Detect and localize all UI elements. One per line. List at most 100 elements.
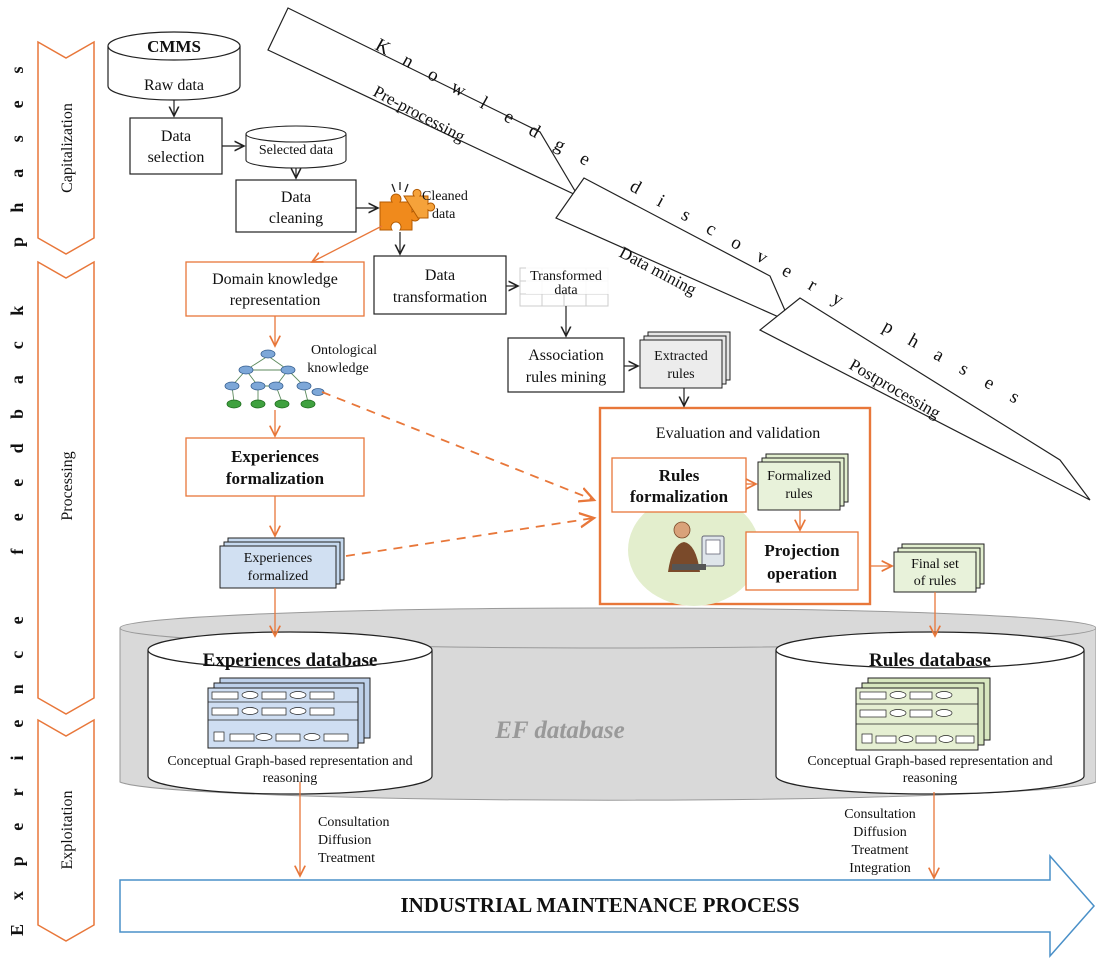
outer-phase-letter: e [7, 720, 27, 728]
rules-formalization-box: Rules formalization [611, 457, 747, 513]
outer-phase-letter: e [7, 513, 27, 521]
experiences-formalization-box: Experiences formalization [185, 437, 365, 497]
outer-phase-letter: a [7, 169, 27, 178]
formalized-rules-line1: Formalized [767, 469, 831, 484]
kdd-phase-letter: s [956, 358, 973, 380]
maintenance-process-arrow: INDUSTRIAL MAINTENANCE PROCESS [119, 854, 1095, 958]
kdd-phase-letter: p [879, 316, 897, 339]
ontological-knowledge-line1: Ontological [311, 343, 377, 358]
association-rules-line2: rules mining [526, 369, 606, 386]
outer-phase-letter: k [7, 306, 27, 316]
outer-phase-letter: i [7, 755, 27, 760]
right-action-treatment: Treatment [851, 843, 908, 858]
outer-phase-letter: c [7, 341, 27, 349]
domain-knowledge-line2: representation [230, 292, 321, 309]
rules-formalization-line2: formalization [630, 487, 729, 506]
phase-label-capitalization: Capitalization [59, 103, 76, 193]
transformed-data-line2: data [554, 283, 578, 298]
kdd-phase-letter: s [678, 204, 695, 226]
data-transformation-box: Data transformation [373, 255, 507, 315]
outer-phase-letter: s [7, 135, 27, 142]
outer-phase-letter: e [7, 100, 27, 108]
outer-phase-letter: x [7, 891, 27, 900]
cmms-cylinder: CMMS Raw data [107, 31, 241, 101]
final-set-rules-stack: Final set of rules [893, 543, 985, 593]
ontology-graph-icon [224, 349, 325, 409]
outer-phase-letter: b [7, 409, 27, 419]
kdd-phase-letter: c [702, 218, 720, 240]
data-cleaning-box: Data cleaning [235, 179, 357, 233]
final-set-rules-line2: of rules [914, 574, 956, 589]
evaluation-validation-container: Evaluation and validation Rules formaliz… [598, 406, 872, 606]
maintenance-process-label: INDUSTRIAL MAINTENANCE PROCESS [400, 893, 799, 917]
cmms-title: CMMS [147, 37, 201, 56]
data-cleaning-line2: cleaning [269, 210, 323, 227]
rules-cg-graph-icon [855, 677, 991, 751]
phase-label-processing: Processing [59, 451, 76, 520]
formalized-rules-line2: rules [785, 487, 812, 502]
kdd-phase-letter: e [778, 260, 796, 282]
extracted-rules-line2: rules [667, 367, 694, 382]
phase-chevron-exploitation: Exploitation [37, 718, 95, 942]
experiences-database-title: Experiences database [203, 650, 378, 671]
association-rules-line1: Association [528, 347, 604, 364]
rules-database-title: Rules database [869, 650, 991, 671]
rules-database-cylinder: Rules database Conceptual Graph-based re… [775, 631, 1085, 795]
phase-label-exploitation: Exploitation [59, 790, 76, 869]
data-selection-box: Data selection [129, 117, 223, 175]
data-selection-line2: selection [148, 149, 205, 166]
projection-operation-box: Projection operation [745, 531, 859, 591]
right-action-diffusion: Diffusion [853, 825, 906, 840]
kdd-band [267, 7, 1091, 501]
kdd-phase-letter: i [653, 191, 668, 212]
experiences-formalized-stack: Experiences formalized [219, 537, 345, 589]
kdd-phase-letter: r [805, 274, 821, 296]
outer-phase-letter: E [7, 924, 27, 936]
kdd-phase-letter: e [576, 148, 594, 170]
data-transformation-line2: transformation [393, 289, 487, 306]
right-action-consultation: Consultation [844, 807, 916, 822]
cleaned-data-line1: Cleaned [422, 189, 468, 204]
domain-knowledge-box: Domain knowledge representation [185, 261, 365, 317]
left-action-diffusion: Diffusion [318, 833, 371, 848]
experiences-formalized-line1: Experiences [244, 551, 312, 566]
kdd-phase-letter: e [981, 372, 999, 394]
raw-data-label: Raw data [144, 77, 204, 94]
transformed-data-grid: Transformed data [519, 266, 610, 307]
kdd-phase-letter: d [626, 176, 645, 199]
outer-phase-letter: f [7, 548, 27, 555]
projection-operation-line1: Projection [764, 541, 840, 560]
kdd-phase-letter: g [550, 134, 569, 157]
outer-phase-letter: p [7, 237, 27, 247]
outer-phase-letter: e [7, 823, 27, 831]
data-cleaning-line1: Data [281, 189, 311, 206]
outer-phase-letter: h [7, 203, 27, 213]
kdd-phase-letter: a [930, 344, 948, 367]
selected-data-cylinder: Selected data [245, 125, 347, 169]
kdd-phase-letter: s [1006, 386, 1023, 408]
outer-phase-letter: r [7, 788, 27, 796]
experiences-cg-caption-line2: reasoning [263, 771, 317, 786]
kdd-phase-letter: o [727, 232, 745, 255]
kdd-phase-letter: y [828, 288, 847, 311]
expert-circle [628, 494, 760, 606]
outer-phase-letter: e [7, 616, 27, 624]
ontological-knowledge-line2: knowledge [307, 361, 368, 376]
outer-phase-letter: e [7, 479, 27, 487]
expert-person-icon [668, 521, 725, 572]
experiences-cg-graph-icon [207, 677, 371, 749]
puzzle-icon [379, 182, 436, 231]
evaluation-validation-title: Evaluation and validation [656, 425, 820, 442]
kdd-phase-letter: n [399, 50, 418, 73]
cleaned-data-line2: data [432, 207, 456, 222]
experiences-formalized-line2: formalized [248, 569, 309, 584]
outer-phase-letter: n [7, 684, 27, 694]
phase-chevron-capitalization: Capitalization [37, 40, 95, 255]
connector-arrows [174, 100, 935, 878]
rules-formalization-line1: Rules [659, 466, 700, 485]
outer-phase-letter: s [7, 66, 27, 73]
formalized-rules-stack: Formalized rules [757, 453, 849, 511]
ef-database-label: EF database [494, 717, 624, 744]
extracted-rules-line1: Extracted [654, 349, 708, 364]
